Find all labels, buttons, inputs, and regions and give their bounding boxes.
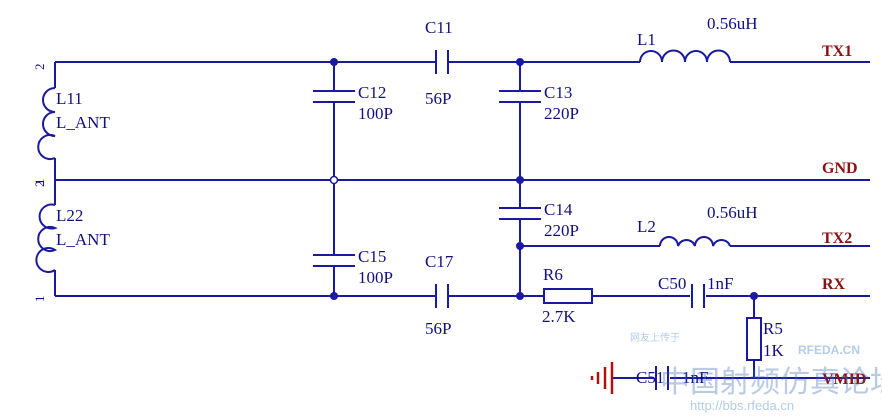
svg-text:0.56uH: 0.56uH — [707, 14, 758, 33]
svg-text:L22: L22 — [56, 206, 83, 225]
svg-text:C51: C51 — [636, 368, 664, 387]
inductor-L22: 2 1 L22 L_ANT — [32, 181, 110, 303]
svg-text:C50: C50 — [658, 274, 686, 293]
capacitor-C13: C13 220P — [499, 83, 579, 123]
svg-text:100P: 100P — [358, 104, 393, 123]
ground-symbol — [590, 362, 614, 394]
svg-text:2: 2 — [32, 64, 47, 71]
svg-text:1: 1 — [32, 179, 47, 186]
wires — [54, 61, 870, 379]
net-labels: TX1 GND TX2 RX VMID — [822, 43, 866, 388]
net-gnd: GND — [822, 160, 858, 177]
resistor-R6: R6 2.7K — [542, 265, 593, 326]
svg-text:R6: R6 — [543, 265, 563, 284]
svg-text:C12: C12 — [358, 83, 386, 102]
capacitor-C12: C12 100P — [313, 83, 393, 123]
svg-text:2.7K: 2.7K — [542, 307, 576, 326]
net-vmid: VMID — [822, 371, 866, 388]
svg-text:L2: L2 — [637, 217, 656, 236]
svg-text:L_ANT: L_ANT — [56, 230, 110, 249]
capacitor-C14: C14 220P — [499, 200, 579, 240]
svg-text:220P: 220P — [544, 104, 579, 123]
svg-text:1: 1 — [32, 296, 47, 303]
svg-text:220P: 220P — [544, 221, 579, 240]
resistor-R5: R5 1K — [746, 317, 785, 361]
svg-text:L_ANT: L_ANT — [56, 113, 110, 132]
svg-text:1nF: 1nF — [682, 368, 708, 387]
svg-text:C11: C11 — [425, 18, 453, 37]
inductor-L2: L2 0.56uH — [637, 203, 758, 247]
svg-text:C13: C13 — [544, 83, 572, 102]
svg-text:L1: L1 — [637, 30, 656, 49]
svg-text:C17: C17 — [425, 252, 454, 271]
net-tx2: TX2 — [822, 230, 852, 247]
capacitor-C51: C51 1nF — [636, 366, 708, 390]
watermark-chinese: 中国射频仿真论坛 — [660, 365, 882, 400]
capacitor-C17: C17 56P — [425, 252, 454, 338]
svg-text:100P: 100P — [358, 268, 393, 287]
watermark-tagline: 网友上传于 — [630, 331, 680, 344]
svg-text:2: 2 — [32, 181, 47, 188]
svg-text:56P: 56P — [425, 319, 451, 338]
svg-text:L11: L11 — [56, 89, 83, 108]
junctions — [329, 58, 758, 300]
watermark-url: http://bbs.rfeda.cn — [690, 398, 794, 413]
watermark-brand: RFEDA.CN — [798, 343, 860, 357]
svg-text:1K: 1K — [763, 341, 785, 360]
svg-text:C14: C14 — [544, 200, 573, 219]
inductor-L11: 2 1 L11 L_ANT — [32, 64, 110, 186]
net-rx: RX — [822, 276, 846, 293]
capacitor-C50: C50 1nF — [658, 274, 733, 308]
watermark: 网友上传于 RFEDA.CN 中国射频仿真论坛 http://bbs.rfeda… — [630, 331, 882, 413]
net-tx1: TX1 — [822, 43, 852, 60]
svg-text:1nF: 1nF — [707, 274, 733, 293]
inductor-L1: L1 0.56uH — [637, 14, 758, 63]
svg-text:56P: 56P — [425, 89, 451, 108]
capacitor-C11: C11 56P — [425, 18, 454, 108]
svg-text:0.56uH: 0.56uH — [707, 203, 758, 222]
svg-text:C15: C15 — [358, 247, 386, 266]
capacitor-C15: C15 100P — [313, 247, 393, 287]
svg-text:R5: R5 — [763, 319, 783, 338]
